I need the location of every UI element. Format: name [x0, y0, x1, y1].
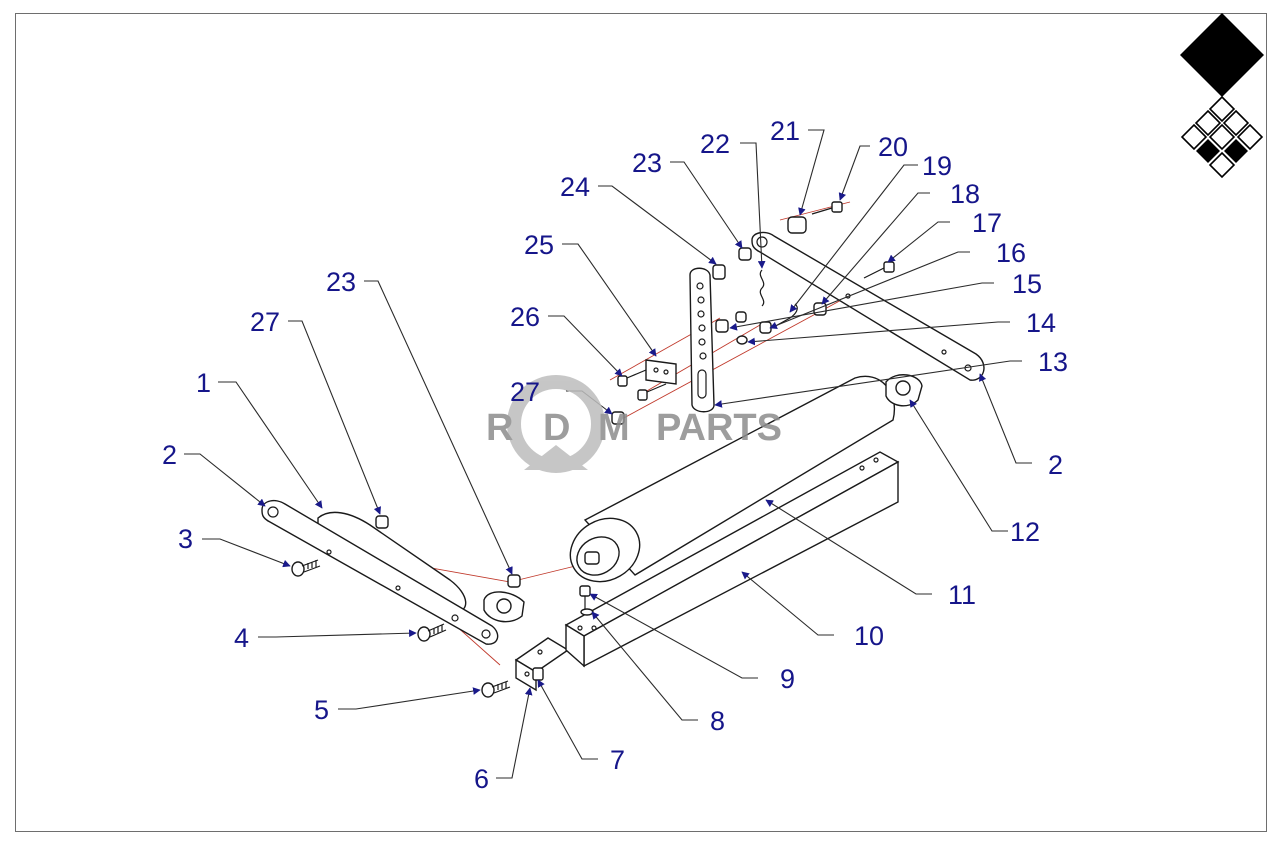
part-15-nut: [715, 311, 747, 333]
callout-6: 6: [474, 764, 489, 794]
callout-15: 15: [1012, 269, 1042, 299]
callout-19: 19: [922, 151, 952, 181]
part-13-slotted-bar: [689, 267, 715, 413]
callout-27-upper: 27: [510, 377, 540, 407]
part-24-spacer: [712, 264, 726, 280]
part-2-right-arm: [751, 231, 985, 381]
part-10-channel-bar: [564, 451, 900, 668]
left-flange-bearing: [483, 591, 525, 623]
part-11-roller: [569, 375, 896, 583]
callout-22: 22: [700, 129, 730, 159]
callout-20: 20: [878, 132, 908, 162]
part-17-bolt: [863, 261, 895, 279]
drawing-frame: [15, 13, 1267, 832]
part-23-nut-lower: [507, 574, 521, 588]
brand-logo-icon: [1180, 13, 1264, 179]
part-5-bolt: [481, 680, 511, 698]
part-20-bolt: [811, 201, 843, 215]
callout-18: 18: [950, 179, 980, 209]
part-25-small-plate: [645, 359, 677, 385]
part-12-flange-bearing: [885, 374, 923, 407]
callout-8: 8: [710, 706, 725, 736]
callout-17: 17: [972, 208, 1002, 238]
callout-9: 9: [780, 664, 795, 694]
watermark-letter-d: D: [543, 407, 570, 449]
callout-labels: 1 2 2 3 4 5 6 7 8 9 10 11 12 13 14 15 16…: [162, 116, 1068, 794]
watermark: R D M PARTS: [486, 375, 782, 473]
part-3-bolt: [291, 559, 321, 577]
callout-11: 11: [948, 580, 976, 610]
callout-1: 1: [196, 368, 211, 398]
part-22-spring-pin: [759, 269, 765, 307]
callout-23-upper: 23: [632, 148, 662, 178]
callout-24: 24: [560, 172, 590, 202]
watermark-letter-r: R: [486, 407, 513, 449]
watermark-word: PARTS: [656, 407, 782, 449]
callout-2-left: 2: [162, 440, 177, 470]
callout-3: 3: [178, 524, 193, 554]
callout-23-lower: 23: [326, 267, 356, 297]
leader-lines: [184, 129, 1032, 779]
callout-25: 25: [524, 230, 554, 260]
part-14-washer: [736, 335, 748, 345]
callout-2-right: 2: [1048, 450, 1063, 480]
part-2-left-arm: [261, 499, 499, 645]
part-4-bolt: [417, 623, 447, 642]
callout-27-lower: 27: [250, 307, 280, 337]
callout-4: 4: [234, 623, 249, 653]
part-16-nut: [759, 321, 772, 334]
part-6-bracket: [514, 637, 570, 692]
part-27-nut-upper: [611, 411, 625, 425]
callout-7: 7: [610, 745, 625, 775]
part-7-nut: [532, 667, 544, 681]
callout-12: 12: [1010, 517, 1040, 547]
callout-5: 5: [314, 695, 329, 725]
callout-13: 13: [1038, 347, 1068, 377]
part-9-bolt: [579, 585, 591, 610]
callout-21: 21: [770, 116, 800, 146]
callout-10: 10: [854, 621, 884, 651]
callout-16: 16: [996, 238, 1026, 268]
part-26-bolts: [617, 369, 667, 401]
part-21-bushing: [787, 216, 807, 234]
part-27-nut-lower: [375, 515, 389, 529]
part-23-nut-upper: [738, 247, 752, 261]
watermark-letter-m: M: [598, 407, 630, 449]
callout-26: 26: [510, 302, 540, 332]
part-8-washer: [580, 608, 594, 616]
callout-14: 14: [1026, 308, 1056, 338]
